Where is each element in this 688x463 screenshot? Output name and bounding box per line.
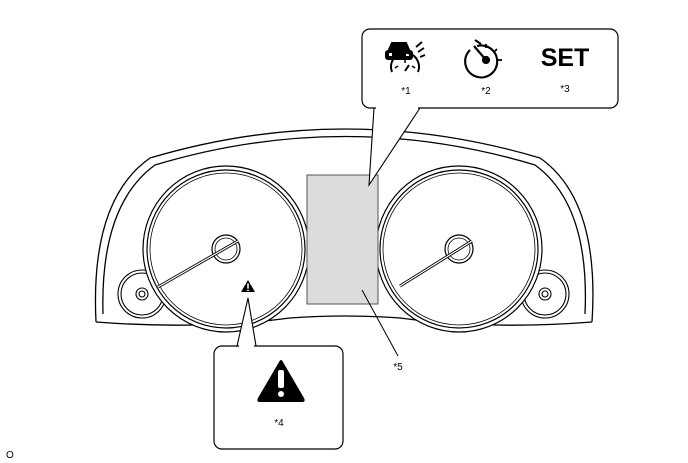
callout-label-4: *4 [274, 418, 284, 429]
warning-triangle-icon [257, 360, 305, 402]
callout-label-3: *3 [560, 84, 570, 95]
left-main-gauge [142, 165, 310, 333]
callout-label-5: *5 [393, 362, 403, 373]
warning-indicator-icon [241, 280, 255, 292]
top-callout [361, 28, 619, 188]
set-indicator-text: SET [541, 44, 590, 72]
multi-information-display [306, 174, 379, 305]
right-main-gauge [375, 165, 543, 333]
callout-label-1: *1 [401, 86, 411, 97]
corner-mark: O [6, 450, 14, 461]
callout-label-2: *2 [481, 86, 491, 97]
cruise-radar-icon [385, 41, 426, 73]
callout-5-leader [361, 289, 399, 357]
cruise-control-icon [464, 39, 502, 79]
cluster-housing [94, 128, 594, 326]
